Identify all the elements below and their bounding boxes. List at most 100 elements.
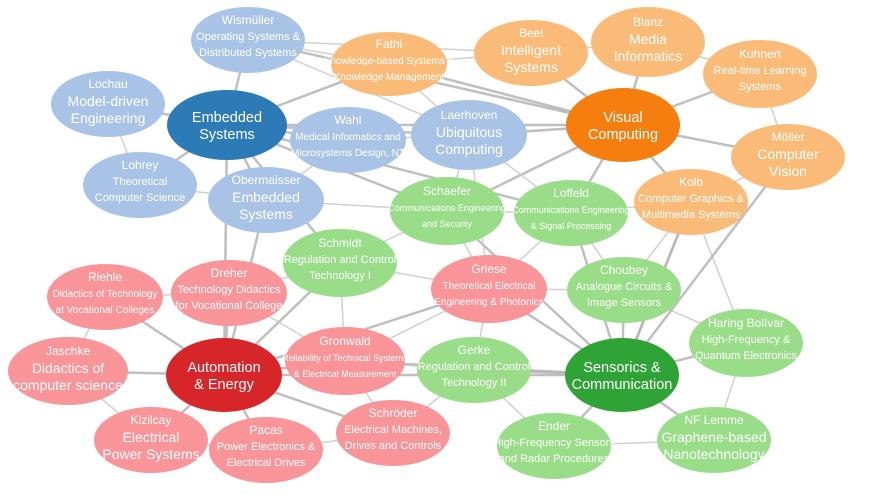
node-topic-line: Electrical Machines, xyxy=(344,424,442,436)
node-topic-line: Operating Systems & xyxy=(196,31,301,43)
node-topic-line: Technology I xyxy=(309,270,371,282)
node-topic-line: Automation xyxy=(187,360,260,376)
node-bubble xyxy=(591,7,705,77)
node-topic-line: Engineering & Photonics xyxy=(434,297,544,308)
node-topic-line: Analogue Circuits & xyxy=(576,281,673,293)
node-bubble xyxy=(51,71,165,137)
node-author: Wahl xyxy=(335,113,362,127)
node-bubble xyxy=(83,152,197,218)
node-topic-line: Multimedia Systems xyxy=(642,209,741,221)
node-bubble xyxy=(47,264,163,330)
node-topic-line: Visual xyxy=(603,110,642,126)
node-author: Beel xyxy=(519,26,543,40)
node-topic-line: Ubiquitous xyxy=(436,124,502,140)
node-bubble xyxy=(336,400,450,466)
node-topic-line: Electrical xyxy=(123,429,180,445)
node-author: Kuhnert xyxy=(739,47,782,61)
node-author: Haring Bolívar xyxy=(708,316,784,330)
node-topic-line: Embedded xyxy=(192,110,262,126)
node-topic-line: Reliability of Technical Systems xyxy=(282,353,408,363)
node-bubble xyxy=(566,88,680,162)
node-author: Gerke xyxy=(458,343,491,357)
node-topic-line: Informatics xyxy=(614,48,682,64)
node-topic-line: at Vocational Colleges xyxy=(56,305,155,316)
node-bubble xyxy=(565,338,679,412)
node-topic-line: Vision xyxy=(769,163,807,179)
node-author: Dreher xyxy=(211,266,248,280)
node-bubble xyxy=(208,167,324,233)
node-topic-line: High-Frequency & xyxy=(702,334,791,346)
node-bubble xyxy=(285,327,405,395)
node-author: Blanz xyxy=(633,15,663,29)
node-aut[interactable]: Automation& Energy xyxy=(166,338,282,412)
node-bubble xyxy=(209,417,323,483)
node-topic-line: Distributed Systems xyxy=(199,47,297,59)
node-author: Fathi xyxy=(376,37,403,51)
node-topic-line: Medical Informatics and xyxy=(295,132,401,143)
node-bubble xyxy=(689,309,803,377)
node-topic-line: Systems xyxy=(239,206,293,222)
node-bubble xyxy=(474,20,588,86)
node-topic-line: Intelligent xyxy=(501,42,561,58)
node-bubble xyxy=(417,337,531,403)
node-bubble xyxy=(411,100,527,170)
node-author: Schröder xyxy=(369,406,418,420)
node-bubble xyxy=(191,7,305,73)
node-author: Jaschke xyxy=(46,344,90,358)
node-topic-line: and Radar Procedures xyxy=(499,453,610,465)
node-author: Lohrey xyxy=(122,158,159,172)
node-bubble xyxy=(331,32,447,96)
node-topic-line: & Electrical Measurement xyxy=(294,369,397,379)
node-topic-line: Didactics of Technology xyxy=(53,289,158,300)
node-bubble xyxy=(167,90,287,160)
node-sen[interactable]: Sensorics &Communication xyxy=(565,338,679,412)
node-bubble xyxy=(390,177,504,245)
node-bubble xyxy=(567,257,681,323)
node-author: Riehle xyxy=(88,270,122,284)
node-author: Kizilcay xyxy=(131,413,172,427)
node-topic-line: Systems xyxy=(739,81,782,93)
node-topic-line: Sensorics & xyxy=(583,360,661,376)
node-author: Gronwald xyxy=(319,334,370,348)
edge-mol-sen xyxy=(621,156,789,376)
node-topic-line: Computer Science xyxy=(95,192,186,204)
node-topic-line: computer science xyxy=(13,377,123,393)
node-bubble xyxy=(431,255,547,323)
node-author: Loffeld xyxy=(553,186,589,200)
node-bubble xyxy=(171,260,287,326)
node-author: Kolb xyxy=(679,175,703,189)
node-topic-line: & Energy xyxy=(194,377,254,393)
node-author: Griese xyxy=(471,262,507,276)
node-topic-line: Computer Graphics & xyxy=(638,193,744,205)
